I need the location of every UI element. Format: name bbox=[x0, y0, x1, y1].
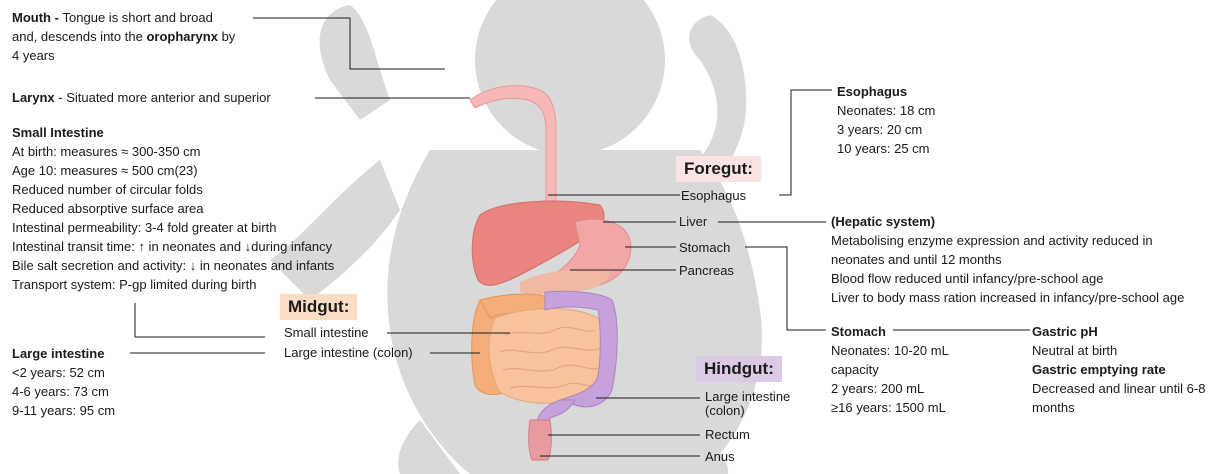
mouth-line1: Tongue is short and broad bbox=[63, 10, 213, 25]
rectum-organ bbox=[529, 420, 552, 460]
mouth-line2-bold: oropharynx bbox=[146, 29, 218, 44]
stomach-title: Stomach bbox=[831, 322, 949, 341]
small-intestine-line: Age 10: measures ≈ 500 cm(23) bbox=[12, 161, 334, 180]
midgut-tag: Midgut: bbox=[280, 294, 357, 320]
small-intestine-line: Reduced number of circular folds bbox=[12, 180, 334, 199]
esophagus-line: Neonates: 18 cm bbox=[837, 101, 935, 120]
hepatic-line: neonates and until 12 months bbox=[831, 250, 1184, 269]
hepatic-line: Blood flow reduced until infancy/pre-sch… bbox=[831, 269, 1184, 288]
small-intestine-block: Small Intestine At birth: measures ≈ 300… bbox=[12, 123, 334, 294]
small-intestine-line: Intestinal transit time: ↑ in neonates a… bbox=[12, 237, 334, 256]
foregut-tag: Foregut: bbox=[676, 156, 761, 182]
stomach-line: Neonates: 10-20 mL bbox=[831, 341, 949, 360]
hepatic-line: Liver to body mass ration increased in i… bbox=[831, 288, 1184, 307]
gastric-ph-text: Neutral at birth bbox=[1032, 341, 1205, 360]
esophagus-title: Esophagus bbox=[837, 82, 935, 101]
stomach-block: Stomach Neonates: 10-20 mL capacity 2 ye… bbox=[831, 322, 949, 417]
gastric-emptying-title: Gastric emptying rate bbox=[1032, 360, 1205, 379]
stomach-line: capacity bbox=[831, 360, 949, 379]
hepatic-line: Metabolising enzyme expression and activ… bbox=[831, 231, 1184, 250]
mouth-title: Mouth - bbox=[12, 10, 63, 25]
large-intestine-title: Large intestine bbox=[12, 344, 115, 363]
label-stomach: Stomach bbox=[679, 240, 730, 256]
mouth-line3: 4 years bbox=[12, 46, 235, 65]
larynx-title: Larynx bbox=[12, 90, 55, 105]
small-intestine-line: At birth: measures ≈ 300-350 cm bbox=[12, 142, 334, 161]
small-intestine-line: Transport system: P-gp limited during bi… bbox=[12, 275, 334, 294]
small-intestine-line: Bile salt secretion and activity: ↓ in n… bbox=[12, 256, 334, 275]
label-esophagus: Esophagus bbox=[681, 188, 746, 204]
gastric-emptying-line: months bbox=[1032, 398, 1205, 417]
label-large-intestine-hindgut: Large intestine (colon) bbox=[705, 390, 790, 418]
esophagus-line: 10 years: 25 cm bbox=[837, 139, 935, 158]
small-intestine-line: Reduced absorptive surface area bbox=[12, 199, 334, 218]
large-intestine-line: 9-11 years: 95 cm bbox=[12, 401, 115, 420]
label-small-intestine: Small intestine bbox=[284, 325, 369, 341]
label-liver: Liver bbox=[679, 214, 707, 230]
larynx-text: - Situated more anterior and superior bbox=[55, 90, 271, 105]
mouth-line2-post: by bbox=[218, 29, 235, 44]
esophagus-line: 3 years: 20 cm bbox=[837, 120, 935, 139]
larynx-block: Larynx - Situated more anterior and supe… bbox=[12, 88, 271, 107]
label-anus: Anus bbox=[705, 449, 735, 465]
hepatic-title: (Hepatic system) bbox=[831, 212, 1184, 231]
large-intestine-line: 4-6 years: 73 cm bbox=[12, 382, 115, 401]
large-intestine-block: Large intestine <2 years: 52 cm 4-6 year… bbox=[12, 344, 115, 420]
gastric-emptying-line: Decreased and linear until 6-8 bbox=[1032, 379, 1205, 398]
hepatic-block: (Hepatic system) Metabolising enzyme exp… bbox=[831, 212, 1184, 307]
stomach-line: ≥16 years: 1500 mL bbox=[831, 398, 949, 417]
large-intestine-line: <2 years: 52 cm bbox=[12, 363, 115, 382]
mouth-block: Mouth - Tongue is short and broad and, d… bbox=[12, 8, 235, 65]
small-intestine-line: Intestinal permeability: 3-4 fold greate… bbox=[12, 218, 334, 237]
gastric-block: Gastric pH Neutral at birth Gastric empt… bbox=[1032, 322, 1205, 417]
label-rectum: Rectum bbox=[705, 427, 750, 443]
label-pancreas: Pancreas bbox=[679, 263, 734, 279]
mouth-line2-pre: and, descends into the bbox=[12, 29, 146, 44]
gastric-ph-title: Gastric pH bbox=[1032, 322, 1205, 341]
stomach-line: 2 years: 200 mL bbox=[831, 379, 949, 398]
small-intestine-title: Small Intestine bbox=[12, 123, 334, 142]
hindgut-tag: Hindgut: bbox=[696, 356, 782, 382]
esophagus-block: Esophagus Neonates: 18 cm 3 years: 20 cm… bbox=[837, 82, 935, 158]
label-large-intestine-colon: Large intestine (colon) bbox=[284, 345, 413, 361]
